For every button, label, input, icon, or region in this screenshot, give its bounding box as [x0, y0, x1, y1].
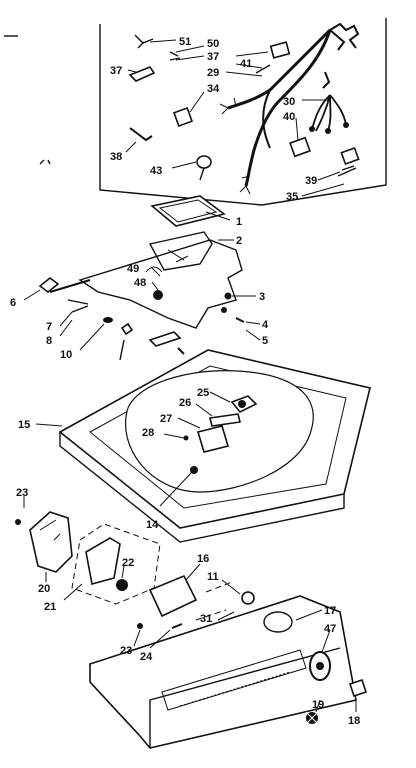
callout-17: 17: [324, 605, 336, 617]
callout-22: 22: [122, 557, 134, 569]
callout-7: 7: [46, 321, 52, 333]
callout-51: 51: [179, 36, 191, 48]
callout-11: 11: [207, 571, 219, 583]
callout-40: 40: [283, 111, 295, 123]
callout-4: 4: [262, 319, 269, 331]
callout-23-left: 23: [16, 487, 28, 499]
callout-29: 29: [207, 67, 219, 79]
callout-16: 16: [197, 553, 209, 565]
callout-6: 6: [10, 297, 16, 309]
callout-21: 21: [44, 601, 56, 613]
wiring-harness-inset: [99, 18, 387, 206]
top-cover-assembly: [35, 349, 371, 543]
callout-35: 35: [286, 191, 298, 203]
console-assembly: [15, 496, 368, 749]
callout-30: 30: [283, 96, 295, 108]
callout-37-top: 37: [207, 51, 219, 63]
callout-43: 43: [150, 165, 162, 177]
callout-8: 8: [46, 335, 52, 347]
callout-48: 48: [134, 277, 146, 289]
callout-3: 3: [259, 291, 265, 303]
callout-34: 34: [207, 83, 220, 95]
callout-23-right: 23: [120, 645, 132, 657]
callout-49: 49: [127, 263, 139, 275]
callout-18: 18: [348, 715, 360, 727]
top-panel-assembly: [23, 195, 261, 361]
callout-47: 47: [324, 623, 336, 635]
callout-15: 15: [18, 419, 30, 431]
callout-labels: 51 50 37 37 41 29 34 30 40 38 43 39 35 1…: [10, 36, 360, 727]
callout-28: 28: [142, 427, 154, 439]
callout-26: 26: [179, 397, 191, 409]
callout-2: 2: [236, 235, 242, 247]
callout-31: 31: [200, 613, 212, 625]
callout-14: 14: [146, 519, 159, 531]
callout-19: 19: [312, 699, 324, 711]
callout-1: 1: [236, 216, 242, 228]
callout-50: 50: [207, 38, 219, 50]
callout-20: 20: [38, 583, 50, 595]
callout-27: 27: [160, 413, 172, 425]
callout-38: 38: [110, 151, 122, 163]
callout-25: 25: [197, 387, 209, 399]
callout-24: 24: [140, 651, 153, 663]
callout-5: 5: [262, 335, 268, 347]
stray-mark: [39, 159, 51, 165]
callout-37-left: 37: [110, 65, 122, 77]
callout-39: 39: [305, 175, 317, 187]
callout-10: 10: [60, 349, 72, 361]
callout-41: 41: [240, 58, 252, 70]
